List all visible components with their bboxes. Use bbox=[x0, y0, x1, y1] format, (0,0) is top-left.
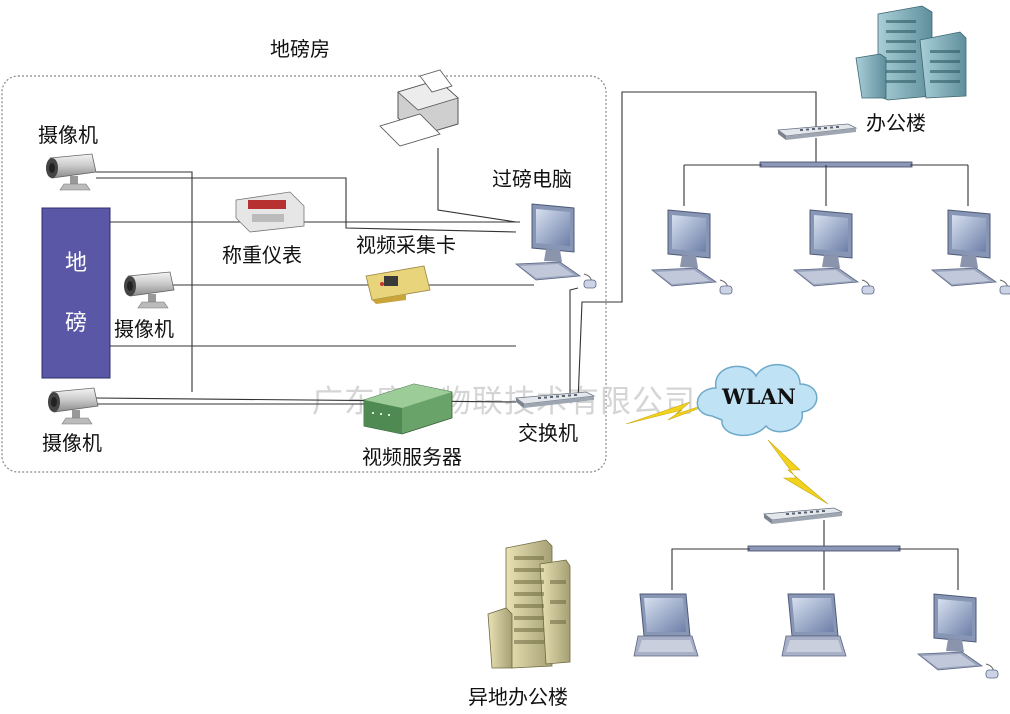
camera-bottom-label: 摄像机 bbox=[42, 431, 102, 455]
weighing-indicator-label: 称重仪表 bbox=[222, 243, 302, 267]
office-pc-3-icon bbox=[931, 209, 1010, 295]
office-building-icon bbox=[855, 5, 967, 101]
video-server-label: 视频服务器 bbox=[362, 445, 462, 469]
camera-bottom-icon bbox=[47, 387, 99, 425]
remote-wiring bbox=[671, 520, 959, 590]
remote-office-building-icon bbox=[487, 539, 571, 669]
weighbridge-room-label: 地磅房 bbox=[270, 37, 330, 61]
camera-mid-label: 摄像机 bbox=[114, 317, 174, 341]
office-pc-1-icon bbox=[651, 209, 733, 295]
office-pc-2-icon bbox=[793, 209, 875, 295]
camera-top-icon bbox=[45, 153, 97, 191]
room-wiring bbox=[95, 91, 817, 405]
remote-pc-icon bbox=[917, 593, 999, 679]
weighing-pc-icon bbox=[515, 203, 597, 289]
scale-label-char2: 磅 bbox=[65, 311, 87, 336]
switch-label: 交换机 bbox=[518, 421, 578, 445]
office-wiring bbox=[683, 138, 969, 206]
weighbridge-scale bbox=[41, 207, 111, 379]
wlan-cloud-icon bbox=[696, 363, 818, 437]
capture-card-icon bbox=[365, 265, 431, 304]
lightning-bolt-2 bbox=[767, 439, 829, 505]
printer-icon bbox=[379, 69, 459, 147]
office-building-label: 办公楼 bbox=[866, 111, 926, 135]
camera-mid-icon bbox=[123, 271, 175, 309]
wlan-label: WLAN bbox=[721, 384, 796, 409]
scale-label-char1: 地 bbox=[65, 251, 87, 276]
video-server-icon bbox=[363, 383, 453, 435]
weighbridge-room-border bbox=[1, 75, 607, 473]
camera-top-label: 摄像机 bbox=[38, 123, 98, 147]
remote-switch-icon bbox=[763, 507, 843, 525]
weighing-indicator-icon bbox=[235, 191, 305, 233]
remote-office-label: 异地办公楼 bbox=[468, 685, 568, 709]
capture-card-label: 视频采集卡 bbox=[356, 233, 456, 257]
remote-laptop-1-icon bbox=[633, 593, 699, 657]
remote-laptop-2-icon bbox=[781, 593, 847, 657]
office-switch-icon bbox=[777, 123, 857, 141]
weighing-pc-label: 过磅电脑 bbox=[492, 167, 572, 191]
